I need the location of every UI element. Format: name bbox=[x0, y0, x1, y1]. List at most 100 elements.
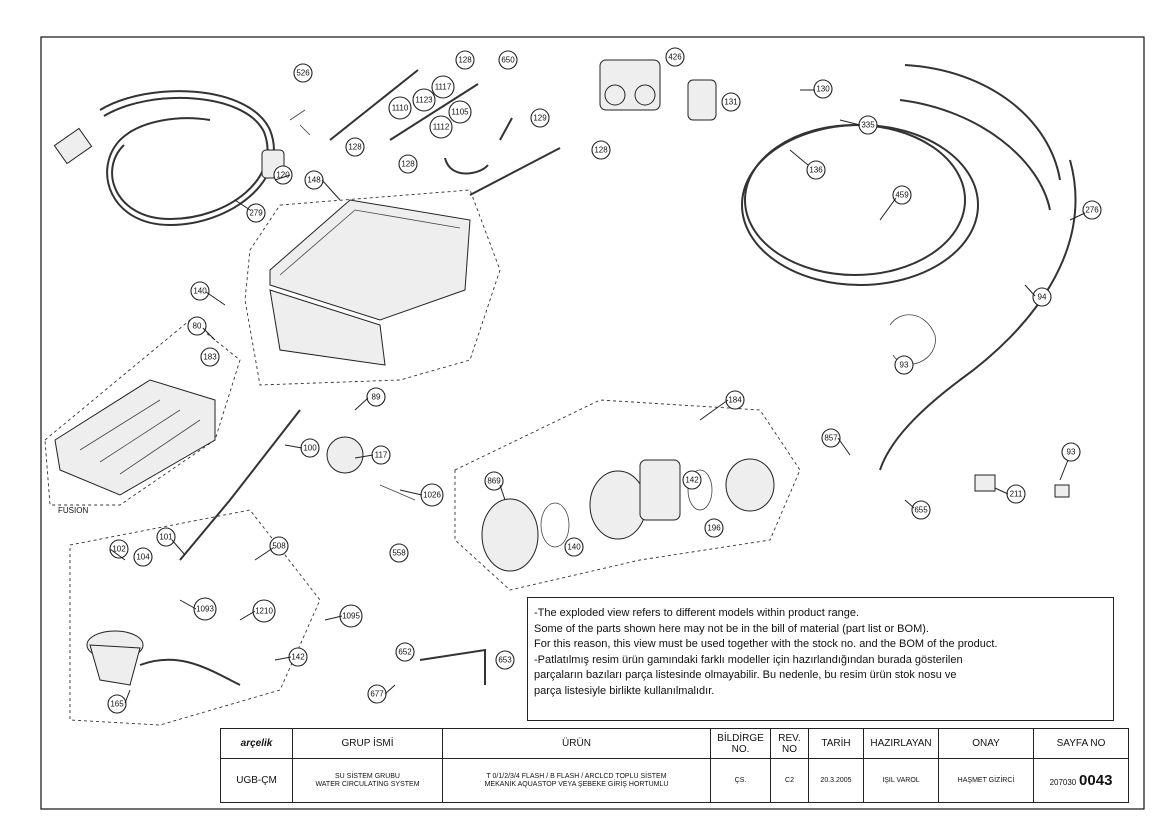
callout-142: 142 bbox=[682, 470, 702, 490]
callout-184: 184 bbox=[725, 390, 745, 410]
svg-text:558: 558 bbox=[392, 549, 406, 558]
svg-text:142: 142 bbox=[685, 476, 699, 485]
group-name-tr: SU SİSTEM GRUBU bbox=[335, 772, 400, 780]
drain-pump-part bbox=[481, 458, 775, 572]
svg-text:677: 677 bbox=[370, 690, 384, 699]
svg-text:459: 459 bbox=[895, 191, 909, 200]
hose-loops-part bbox=[741, 64, 1077, 471]
svg-text:94: 94 bbox=[1038, 293, 1047, 302]
approval-header: ONAY bbox=[938, 728, 1034, 759]
svg-text:140: 140 bbox=[193, 287, 207, 296]
svg-text:89: 89 bbox=[372, 393, 381, 402]
callout-93b: 93 bbox=[1061, 442, 1081, 462]
callout-1112: 1112 bbox=[429, 115, 453, 139]
svg-text:104: 104 bbox=[136, 553, 150, 562]
svg-text:653: 653 bbox=[498, 656, 512, 665]
callout-100: 100 bbox=[300, 438, 320, 458]
svg-text:184: 184 bbox=[728, 396, 742, 405]
callout-140: 140 bbox=[190, 281, 210, 301]
svg-text:148: 148 bbox=[307, 176, 321, 185]
callout-650: 650 bbox=[498, 50, 518, 70]
note-line: For this reason, this view must be used … bbox=[534, 638, 998, 650]
callout-276: 276 bbox=[1082, 200, 1102, 220]
svg-text:335: 335 bbox=[861, 121, 875, 130]
inlet-valve-part bbox=[599, 59, 717, 121]
callout-1117: 1117 bbox=[431, 75, 455, 99]
svg-text:276: 276 bbox=[1085, 206, 1099, 215]
callout-142b: 142 bbox=[288, 647, 308, 667]
product-line-2: MEKANİK AQUASTOP VEYA ŞEBEKE GİRİŞ HORTU… bbox=[484, 780, 669, 788]
callout-136: 136 bbox=[806, 160, 826, 180]
note-line: -Patlatılmış resim ürün gamındaki farklı… bbox=[534, 653, 963, 666]
callout-1095: 1095 bbox=[339, 604, 363, 628]
callout-335: 335 bbox=[858, 115, 878, 135]
note-line: -The exploded view refers to different m… bbox=[534, 607, 860, 619]
product-header: ÜRÜN bbox=[442, 728, 711, 759]
sump-hose-part bbox=[86, 409, 301, 686]
callout-508: 508 bbox=[269, 536, 289, 556]
callout-165: 165 bbox=[107, 694, 127, 714]
svg-text:142: 142 bbox=[291, 653, 305, 662]
company-logo: arçelik bbox=[220, 728, 293, 759]
callout-1210: 1210 bbox=[252, 599, 276, 623]
svg-text:130: 130 bbox=[816, 85, 830, 94]
notice-header: BİLDİRGE NO. bbox=[710, 728, 771, 759]
svg-text:211: 211 bbox=[1010, 490, 1023, 499]
page-prefix: 207030 bbox=[1049, 778, 1077, 787]
callout-677: 677 bbox=[367, 684, 387, 704]
callout-128c: 128 bbox=[398, 154, 418, 174]
callout-196: 196 bbox=[704, 518, 724, 538]
note-line: parça listesiyle birlikte kullanılmalıdı… bbox=[534, 684, 715, 697]
callout-426: 426 bbox=[665, 47, 685, 67]
callout-1093: 1093 bbox=[193, 597, 217, 621]
svg-text:1117: 1117 bbox=[435, 83, 452, 92]
svg-text:93: 93 bbox=[900, 361, 909, 370]
svg-text:165: 165 bbox=[110, 700, 124, 709]
svg-text:1210: 1210 bbox=[255, 607, 273, 616]
title-block: arçelik GRUP İSMİ ÜRÜN BİLDİRGE NO. REV.… bbox=[220, 728, 1129, 803]
callout-93: 93 bbox=[894, 355, 914, 375]
svg-text:120: 120 bbox=[276, 171, 290, 180]
pump-outline bbox=[454, 399, 801, 591]
svg-text:869: 869 bbox=[487, 477, 501, 486]
callout-652: 652 bbox=[395, 642, 415, 662]
svg-text:136: 136 bbox=[809, 166, 823, 175]
callout-1026: 1026 bbox=[420, 483, 444, 507]
svg-text:1026: 1026 bbox=[423, 491, 441, 500]
note-line: parçaların bazıları parça listesinde olm… bbox=[534, 669, 957, 681]
callout-459: 459 bbox=[892, 185, 912, 205]
rev-header: REV. NO bbox=[770, 728, 809, 759]
note-line: Some of the parts shown here may not be … bbox=[534, 622, 929, 635]
svg-text:857: 857 bbox=[824, 434, 838, 443]
svg-text:1095: 1095 bbox=[342, 612, 360, 621]
svg-text:1112: 1112 bbox=[433, 123, 450, 132]
callout-140b: 140 bbox=[564, 537, 584, 557]
approval-value: HAŞMET GİZİRCİ bbox=[938, 758, 1034, 803]
product-line-1: T 0/1/2/3/4 FLASH / B FLASH / ARCLCD TOP… bbox=[486, 772, 667, 780]
svg-text:101: 101 bbox=[159, 533, 173, 542]
callout-279: 279 bbox=[246, 203, 266, 223]
leader-lines bbox=[109, 89, 1086, 704]
svg-text:1093: 1093 bbox=[196, 605, 214, 614]
callout-655: 655 bbox=[911, 500, 931, 520]
svg-text:655: 655 bbox=[914, 506, 928, 515]
callout-128: 128 bbox=[455, 50, 475, 70]
rev-value: C2 bbox=[770, 758, 809, 803]
callout-1110: 1110 bbox=[388, 96, 412, 120]
callout-101: 101 bbox=[156, 527, 176, 547]
group-code: UGB-ÇM bbox=[220, 758, 293, 803]
date-header: TARİH bbox=[808, 728, 864, 759]
svg-text:128: 128 bbox=[594, 146, 608, 155]
detergent-box-outline bbox=[244, 189, 501, 386]
page-header: SAYFA NO bbox=[1033, 728, 1129, 759]
callout-526: 526 bbox=[293, 63, 313, 83]
svg-text:508: 508 bbox=[272, 542, 286, 551]
callout-1105: 1105 bbox=[448, 100, 472, 124]
callout-129: 129 bbox=[530, 108, 550, 128]
small-hoses-part bbox=[289, 69, 561, 196]
prepared-value: IŞIL VAROL bbox=[863, 758, 939, 803]
svg-text:526: 526 bbox=[296, 69, 310, 78]
notice-value: ÇS. bbox=[710, 758, 771, 803]
svg-text:100: 100 bbox=[303, 444, 317, 453]
